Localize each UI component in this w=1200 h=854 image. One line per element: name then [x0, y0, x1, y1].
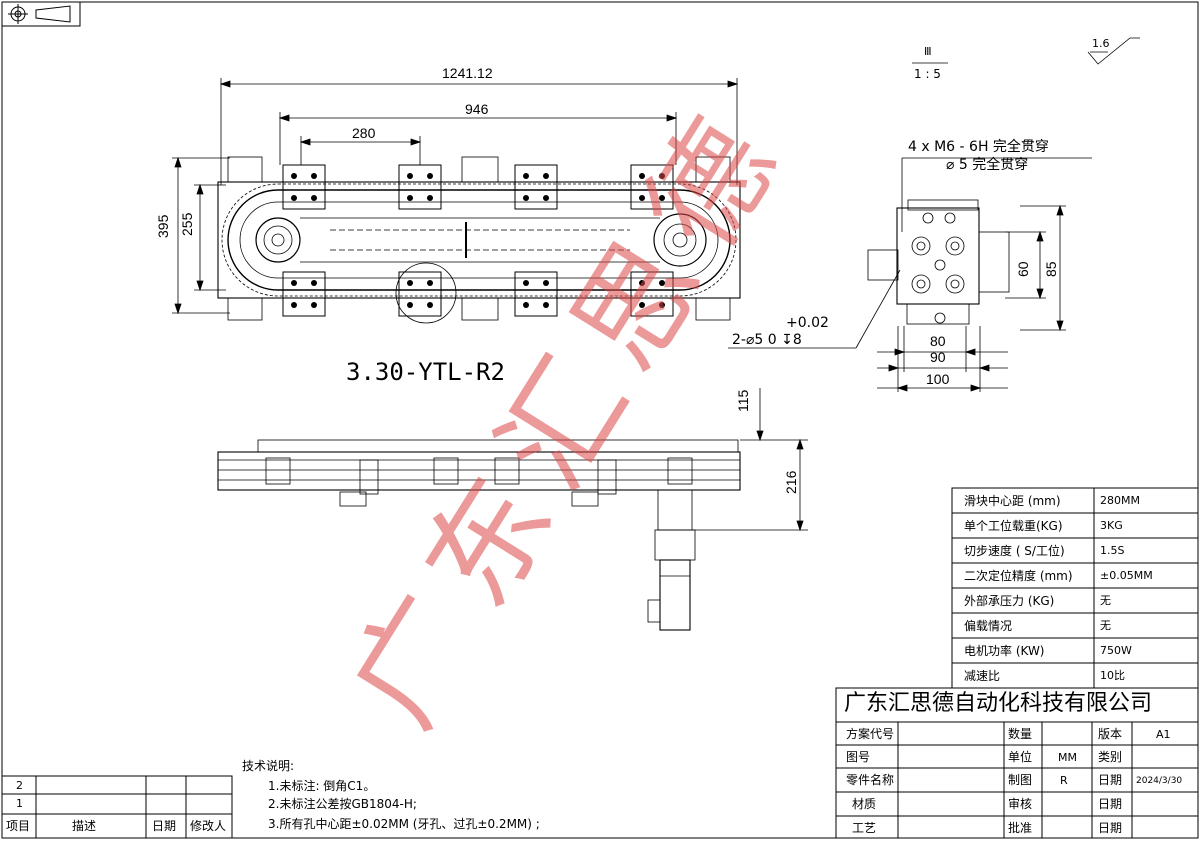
hole-spec: 2-⌀5 0 ↧8 — [732, 332, 802, 348]
dim-100: 100 — [926, 371, 950, 387]
dim-slider-pitch: 280 — [352, 125, 376, 141]
drawing-border — [1, 1, 1199, 839]
spec-label: 单个工位载重(KG) — [964, 519, 1063, 533]
spec-value: 无 — [1100, 619, 1111, 632]
drawing-number-label: 图号 — [846, 750, 871, 764]
dim-inner-width: 255 — [179, 212, 195, 236]
spec-value: ±0.05MM — [1100, 569, 1153, 582]
spec-label: 减速比 — [964, 669, 1001, 683]
thread-note-1: 4 x M6 - 6H 完全贯穿 — [908, 139, 1049, 155]
revision-row-number: 2 — [16, 779, 23, 792]
scale-roman: Ⅲ — [924, 45, 932, 58]
roughness-value: 1.6 — [1092, 37, 1110, 50]
revision-header-description: 描述 — [72, 819, 97, 833]
unit-label: 单位 — [1008, 750, 1033, 764]
spec-label: 滑块中心距 (mm) — [964, 494, 1061, 508]
dim-overall-width: 395 — [155, 214, 171, 238]
tech-note-line: 1.未标注: 倒角C1。 — [268, 779, 376, 793]
spec-table-grid — [951, 487, 1199, 689]
top-view — [172, 78, 901, 349]
spec-value: 280MM — [1100, 494, 1140, 507]
dim-overall-length: 1241.12 — [442, 65, 493, 81]
date-label: 日期 — [1098, 821, 1123, 835]
dim-sprocket-center: 946 — [465, 101, 489, 117]
spec-value: 750W — [1100, 644, 1132, 657]
date-value: 2024/3/30 — [1136, 776, 1183, 786]
dim-60: 60 — [1015, 261, 1031, 277]
side-detail-view — [867, 157, 1092, 392]
quantity-label: 数量 — [1008, 727, 1033, 741]
category-label: 类别 — [1098, 750, 1123, 764]
dim-80: 80 — [930, 333, 946, 349]
version-label: 版本 — [1098, 727, 1123, 741]
part-name-field-label: 零件名称 — [846, 773, 895, 787]
spec-label: 外部承压力 (KG) — [964, 594, 1055, 608]
hole-tolerance-upper: +0.02 — [786, 315, 829, 331]
revision-header-modifier: 修改人 — [190, 819, 227, 833]
dim-115: 115 — [735, 389, 751, 412]
spec-label: 切步速度 ( S/工位) — [964, 544, 1065, 558]
unit-value: MM — [1058, 751, 1077, 764]
title-block-grid — [835, 687, 1199, 839]
checked-label: 审核 — [1008, 797, 1033, 811]
spec-label: 二次定位精度 (mm) — [964, 569, 1073, 583]
spec-label: 电机功率 (KW) — [964, 644, 1045, 658]
spec-value: 3KG — [1100, 519, 1123, 532]
revision-header-date: 日期 — [152, 819, 177, 833]
version-value: A1 — [1156, 728, 1171, 741]
drawn-label: 制图 — [1008, 773, 1033, 787]
dim-85: 85 — [1043, 261, 1059, 277]
company-name: 广东汇思德自动化科技有限公司 — [844, 691, 1153, 716]
spec-value: 1.5S — [1100, 544, 1125, 557]
drawn-value: R — [1060, 774, 1068, 787]
dim-90: 90 — [930, 349, 946, 365]
tech-note-line: 3.所有孔中心距±0.02MM (牙孔、过孔±0.2MM) ; — [268, 817, 540, 831]
date-label: 日期 — [1098, 773, 1123, 787]
spec-value: 无 — [1100, 594, 1111, 607]
revision-table-grid — [1, 775, 233, 839]
spec-label: 偏载情况 — [964, 619, 1013, 633]
part-name-label: 3.30-YTL-R2 — [346, 358, 505, 386]
revision-row-number: 1 — [16, 797, 23, 810]
spec-value: 10比 — [1100, 669, 1125, 682]
front-view — [217, 388, 808, 631]
approved-label: 批准 — [1008, 821, 1033, 835]
process-label: 工艺 — [852, 821, 877, 835]
material-label: 材质 — [852, 797, 877, 811]
tech-note-line: 2.未标注公差按GB1804-H; — [268, 797, 417, 811]
thread-note-2: ⌀ 5 完全贯穿 — [946, 157, 1029, 173]
revision-header-item: 项目 — [6, 819, 31, 833]
scheme-code-label: 方案代号 — [846, 727, 895, 741]
scale-label: 1 : 5 — [914, 67, 941, 81]
date-label: 日期 — [1098, 797, 1123, 811]
tech-notes-title: 技术说明: — [242, 759, 295, 773]
dim-216: 216 — [783, 470, 799, 494]
